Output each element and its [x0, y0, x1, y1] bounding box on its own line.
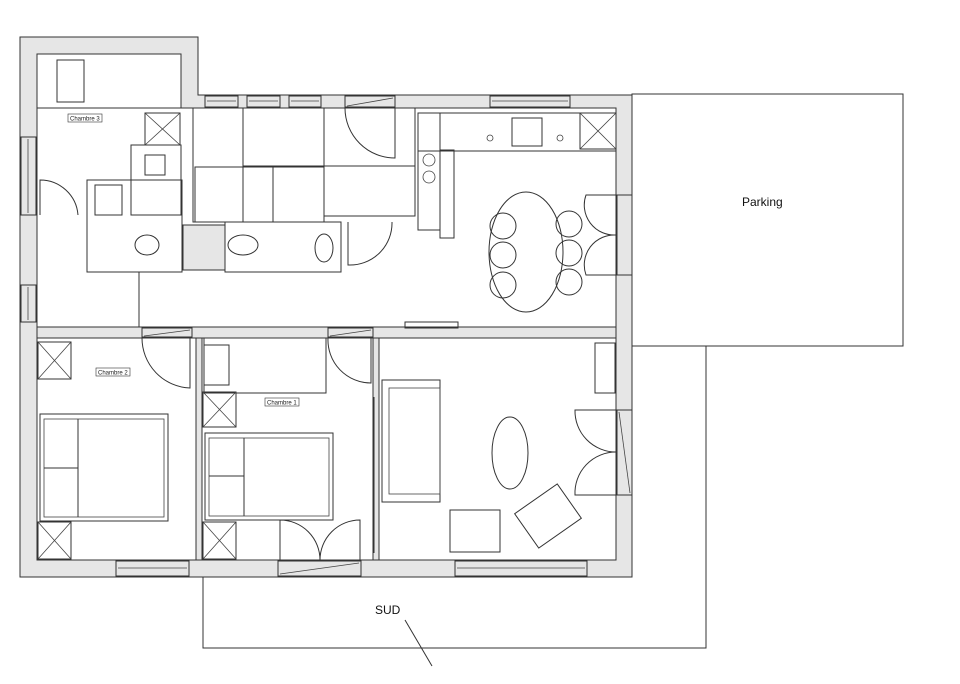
label-chambre-2: Chambre 2: [95, 367, 131, 377]
middle-wall-doors: [141, 321, 459, 338]
label-chambre-3: Chambre 3: [67, 113, 103, 123]
windows-left: [20, 136, 37, 323]
wall-ch3-top: [36, 53, 182, 109]
door-swings: [39, 107, 617, 561]
chambre-2-furniture: [37, 341, 169, 560]
svg-text:Chambre 1: Chambre 1: [267, 401, 297, 407]
bathrooms: [86, 107, 416, 327]
parking-label: Parking: [742, 195, 783, 209]
label-chambre-1: Chambre 1: [264, 397, 300, 407]
wardrobe-ch3: [56, 59, 85, 103]
orientation-label: SUD: [375, 603, 401, 617]
parking-area: [631, 93, 904, 347]
dining-table: [488, 191, 583, 313]
windows-top: [204, 95, 571, 108]
orientation-arrow: [404, 619, 433, 667]
wall-ch2-ch1: [195, 337, 203, 561]
windows-right: [616, 194, 633, 496]
wall-middle: [36, 326, 617, 339]
svg-text:Chambre 3: Chambre 3: [70, 117, 100, 123]
wall-ch1-living: [372, 337, 380, 561]
windows-bottom: [115, 560, 588, 577]
kitchen: [417, 112, 617, 239]
svg-text:Chambre 2: Chambre 2: [98, 371, 128, 377]
chambre-1-furniture: [202, 337, 375, 560]
terrace-outline: [202, 346, 707, 649]
living-room-furniture: [381, 342, 616, 553]
